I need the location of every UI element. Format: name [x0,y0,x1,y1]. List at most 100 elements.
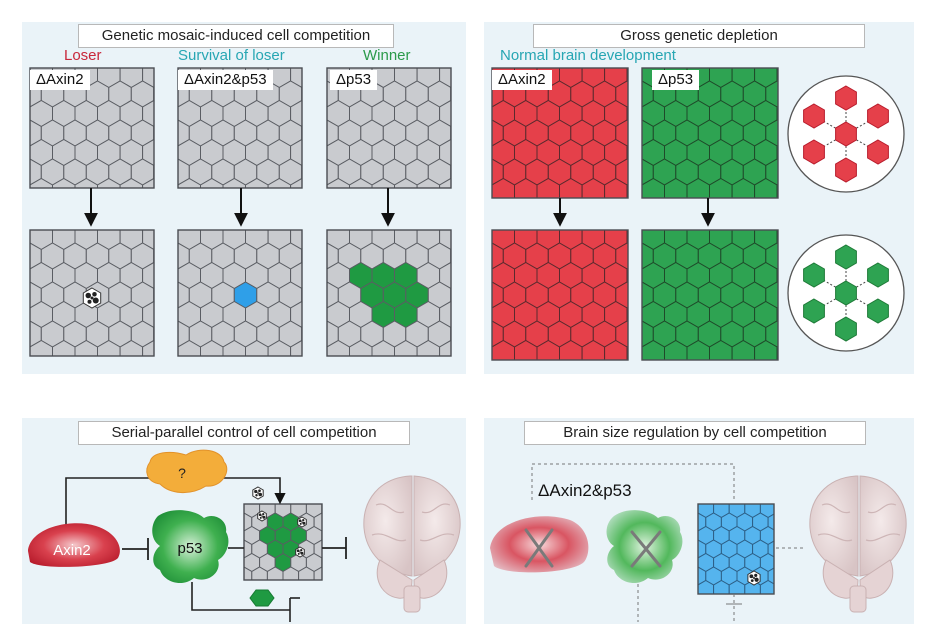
hex-cell [142,177,154,188]
tag-p53-depletion: Δp53 [652,70,700,90]
hex-cluster-center [835,121,857,147]
x-mark-axin2 [524,528,554,568]
dashed-link-top [531,463,735,500]
grid-winner-before [326,42,485,205]
grid-p53-green-after [608,204,779,361]
hex-cell [492,68,493,82]
hex-cluster-cell [867,103,889,129]
hex-cell [462,263,485,289]
hex-cell [30,307,31,322]
hex-cell [154,204,177,230]
hex-cell [251,566,268,580]
hex-cell [458,243,481,269]
hex-cell [458,120,481,146]
tag-axin2-loser: ΔAxin2 [30,70,90,90]
hex-cell [458,159,481,185]
dying-cell-icon [295,546,305,558]
grid-p53-green-before [641,67,779,199]
hex-cell [30,68,31,82]
hex-cell [439,177,451,188]
hex-cell [458,321,481,347]
hex-cell [712,504,715,505]
hex-cell [30,145,31,160]
grid-axin2-red-before [458,42,629,199]
hex-cell [178,106,179,121]
hex-cell [178,184,179,188]
hex-cell [267,230,270,231]
dying-cell-icon [297,516,307,528]
hex-cell [51,68,54,69]
hex-cell [301,86,302,102]
dying-cell-icon [257,510,267,522]
hex-cell [290,177,302,188]
hex-cell [119,230,122,231]
hex-cell [330,567,346,585]
hex-cell [462,62,485,88]
hex-cell [513,68,516,69]
hex-cell [513,230,516,231]
hex-cell [642,230,644,231]
hex-cell [321,530,322,541]
hex-cell [450,248,451,264]
hex-cell [266,566,284,580]
hex-cell [321,557,322,568]
hex-cell [305,504,308,505]
hex-cell [776,230,778,231]
hex-cell [438,230,441,231]
genotype-brain-size: ΔAxin2&p53 [538,481,632,500]
grid-p53-green-after-border [641,229,779,361]
hex-cell [267,68,270,69]
hex-cluster-red [803,85,889,183]
hex-cell [458,204,481,230]
hex-cell [686,68,689,69]
title-serial-parallel: Serial-parallel control of cell competit… [78,421,410,445]
hex-cluster-cell [835,157,857,183]
hex-cell [462,101,485,127]
hex-cell [0,42,19,68]
hex-cell [753,68,756,69]
hex-cell [638,204,661,230]
hex-cell [199,230,202,231]
hex-cell [675,486,691,504]
hex-cell [698,557,699,568]
hex-cell [558,68,561,69]
hex-cell [153,164,154,180]
hex-cell [144,204,167,230]
hex-cell [244,504,246,505]
tag-p53-winner: Δp53 [330,70,378,90]
hex-cell [327,145,328,160]
grid-survival-after [144,204,303,357]
hex-cell [451,42,474,68]
hex-cell [244,504,245,514]
link-p53-feedback [191,582,290,611]
header-loser: Loser [64,47,102,64]
hex-cell [178,68,180,69]
hex-cell [178,145,179,160]
grid-brain-size-blue-border [697,503,775,595]
hex-cell [728,504,731,505]
grid-serial-parallel-mini [243,503,346,585]
hex-cell [119,68,122,69]
hex-cell [320,504,322,505]
brain-illustration-left [363,475,461,613]
hex-cell [536,230,539,231]
hex-cell [776,581,792,599]
hex-cell [608,204,631,230]
grid-loser-after [0,204,177,357]
hex-cell [178,307,179,322]
hex-cell [327,230,328,244]
hex-cluster-green [803,244,889,342]
hex-cell [462,179,485,205]
hex-cell [450,326,451,342]
hex-cell [0,282,19,308]
hex-cell [462,224,485,250]
hex-cell [759,579,774,594]
hex-cell [199,68,202,69]
grid-loser-after-border [29,229,155,357]
hex-cell [776,68,778,69]
x-mark-p53 [630,530,662,568]
hex-cell [178,346,179,356]
hex-cell [371,230,374,231]
hex-cell [289,68,292,69]
hex-cell [458,42,481,68]
